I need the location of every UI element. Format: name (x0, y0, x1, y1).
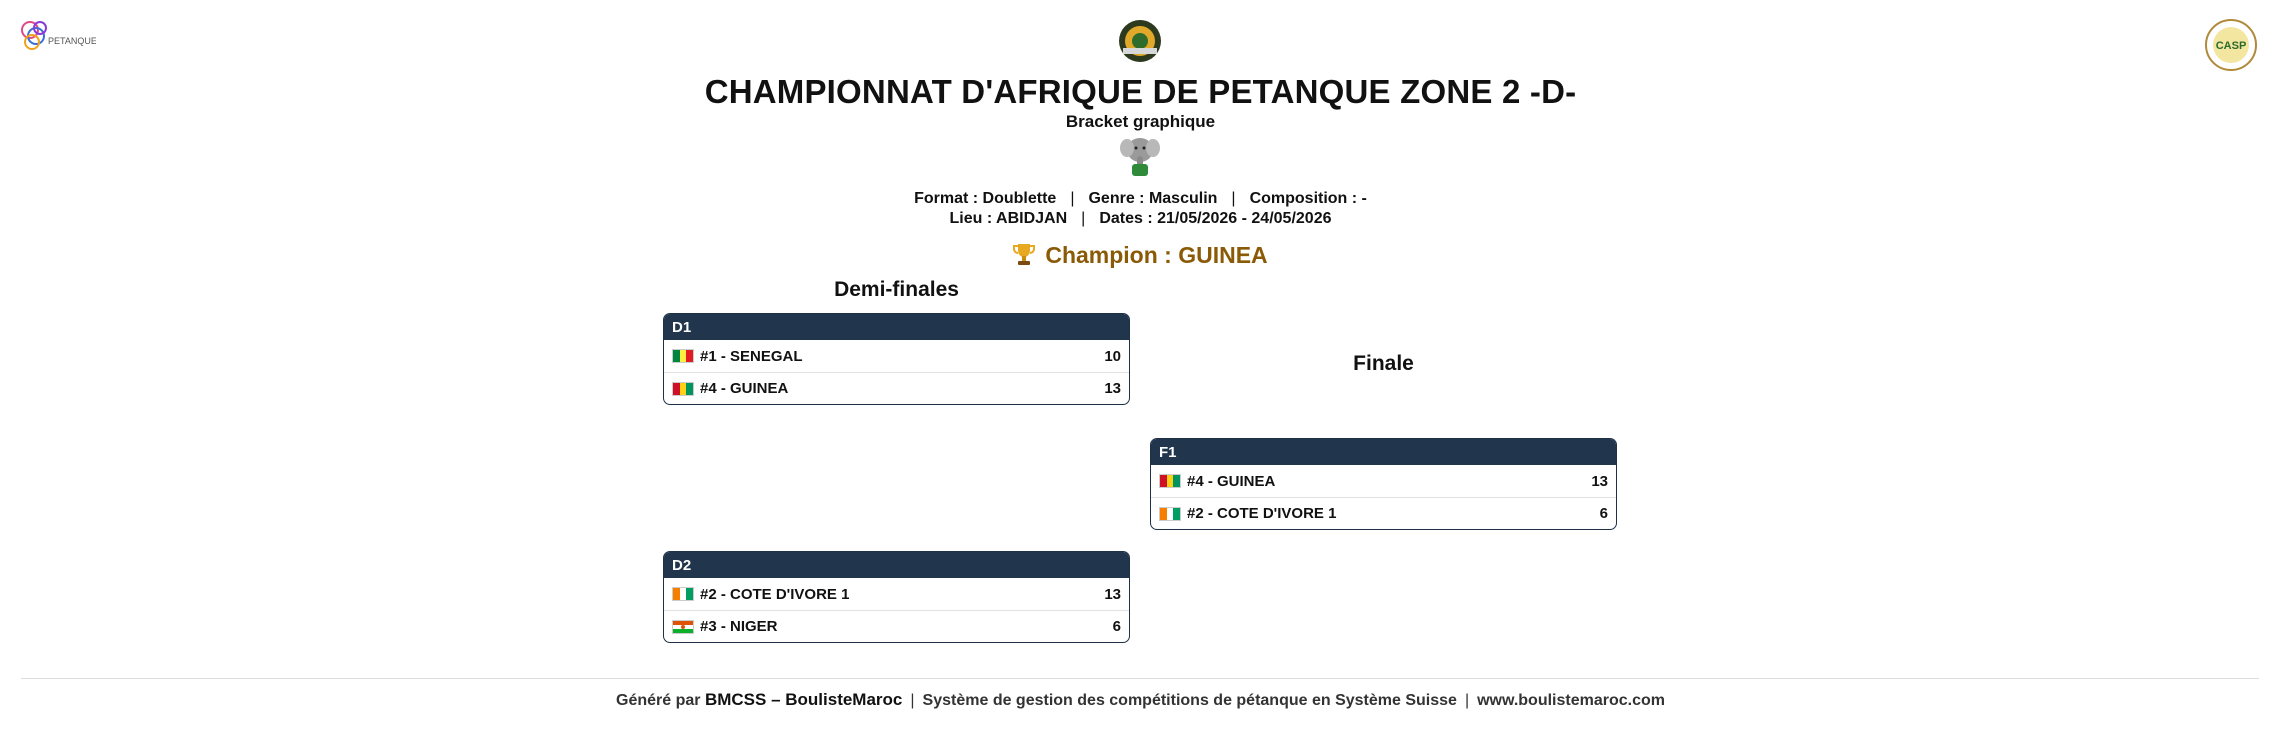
team-score: 13 (1104, 380, 1121, 397)
match-code: F1 (1151, 439, 1616, 465)
casp-logo: CASP (2204, 18, 2258, 72)
footer-system-text: Système de gestion des compétitions de p… (922, 692, 1457, 709)
footer-generated-by: Généré par (616, 692, 701, 709)
genre-text: Genre : Masculin (1088, 190, 1218, 207)
final-title: Finale (1353, 352, 1414, 375)
mascot-elephant-image (1118, 132, 1162, 182)
match-code: D2 (664, 552, 1129, 578)
match-team-row[interactable]: #1 - SENEGAL 10 (664, 340, 1129, 372)
dates-text: Dates : 21/05/2026 - 24/05/2026 (1099, 210, 1332, 227)
federation-logo: PETANQUE (20, 14, 97, 60)
footer-brand: BMCSS – BoulisteMaroc (704, 690, 903, 709)
tournament-info-line-2: Lieu : ABIDJAN|Dates : 21/05/2026 - 24/0… (949, 210, 1332, 227)
guinea-flag-icon (672, 381, 694, 396)
match-team-row[interactable]: #2 - COTE D'IVORE 1 6 (1151, 497, 1616, 529)
match-card-d1[interactable]: D1 #1 - SENEGAL 10 #4 - GUINEA 13 (663, 313, 1130, 405)
page-title: CHAMPIONNAT D'AFRIQUE DE PETANQUE ZONE 2… (704, 73, 1577, 110)
venue-text: Lieu : ABIDJAN (949, 210, 1068, 227)
match-team-row[interactable]: #4 - GUINEA 13 (1151, 465, 1616, 497)
team-name: #4 - GUINEA (1187, 472, 1276, 490)
semifinals-title: Demi-finales (834, 278, 959, 301)
team-name: #2 - COTE D'IVORE 1 (700, 585, 850, 603)
ivory-coast-flag-icon (672, 587, 694, 601)
team-name: #4 - GUINEA (700, 380, 789, 397)
ivory-coast-flag-icon (1159, 506, 1181, 521)
match-team-row[interactable]: #4 - GUINEA 13 (664, 372, 1129, 404)
match-team-row[interactable]: #3 - NIGER 6 (664, 610, 1129, 642)
champion-banner: Champion : GUINEA (0, 242, 2281, 272)
composition-text: Composition : - (1249, 190, 1367, 207)
footer: Généré par BMCSS – BoulisteMaroc|Système… (616, 690, 1665, 709)
tournament-emblem-logo (1117, 18, 1163, 64)
format-text: Format : Doublette (914, 190, 1057, 207)
team-name: #2 - COTE D'IVORE 1 (1187, 505, 1337, 522)
tournament-info-line-1: Format : Doublette|Genre : Masculin|Comp… (914, 190, 1367, 207)
trophy-icon (1013, 242, 1036, 272)
team-score: 6 (1112, 618, 1121, 635)
footer-divider (21, 678, 2259, 679)
page-subtitle: Bracket graphique (1065, 112, 1216, 131)
team-name: #3 - NIGER (700, 618, 778, 635)
champion-label: Champion : GUINEA (1045, 242, 1268, 268)
svg-text:PETANQUE: PETANQUE (48, 36, 96, 46)
match-team-row[interactable]: #2 - COTE D'IVORE 1 13 (664, 578, 1129, 610)
senegal-flag-icon (672, 349, 694, 363)
team-score: 10 (1104, 347, 1121, 365)
match-card-f1[interactable]: F1 #4 - GUINEA 13 #2 - COTE D'IVORE 1 6 (1150, 438, 1617, 530)
match-card-d2[interactable]: D2 #2 - COTE D'IVORE 1 13 #3 - NIGER 6 (663, 551, 1130, 643)
team-score: 6 (1599, 505, 1608, 522)
guinea-flag-icon (1159, 474, 1181, 488)
team-score: 13 (1104, 585, 1121, 603)
match-code: D1 (664, 314, 1129, 340)
team-score: 13 (1591, 472, 1608, 490)
team-name: #1 - SENEGAL (700, 347, 803, 365)
niger-flag-icon (672, 619, 694, 634)
svg-text:CASP: CASP (2216, 40, 2247, 52)
footer-website-link[interactable]: www.boulistemaroc.com (1477, 692, 1665, 709)
